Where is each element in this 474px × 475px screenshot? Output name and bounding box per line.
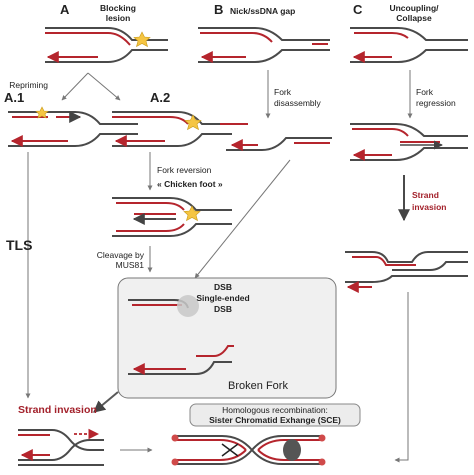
label-single-ended-dsb: DSB (214, 304, 232, 314)
label-collapse: Collapse (396, 13, 432, 23)
arrow-c-to-sce (394, 292, 409, 463)
label-sce: Sister Chromatid Exhange (SCE) (209, 415, 341, 425)
arrow-broken-to-invasion (93, 391, 119, 413)
label-fork-reversion: Fork reversion (157, 165, 212, 175)
crossover-x-mark (221, 443, 239, 457)
label-dsb: DSB (214, 282, 232, 292)
lesion-star-icon (35, 106, 49, 119)
centromere (283, 439, 301, 461)
arrow-b-to-broken-fork (194, 159, 291, 279)
label-tls: TLS (6, 237, 32, 253)
sce-box (189, 403, 361, 427)
strand-invasion-structure (18, 428, 104, 466)
label-disassembly: disassembly (274, 98, 322, 108)
telomere-marker (171, 434, 179, 442)
label-fork: Fork (274, 87, 292, 97)
panel-label-a: A (60, 2, 70, 17)
label-homologous-recombination: Homologous recombination: (222, 405, 328, 415)
label-strand-c: Strand (412, 190, 439, 200)
arrow-to-a1 (61, 72, 89, 101)
label-regression: regression (416, 98, 456, 108)
label-single-ended: Single-ended (196, 293, 249, 303)
lesion-star-icon (184, 114, 202, 131)
broken-fork-structure (128, 295, 234, 375)
fork-b-nick-gap (198, 27, 330, 63)
fork-a1-repriming (8, 106, 138, 147)
label-blocking: Blocking (100, 3, 136, 13)
fork-c-regressed (350, 123, 468, 161)
label-repriming: Repriming (9, 80, 48, 90)
panel-label-c: C (353, 2, 363, 17)
fork-c-uncoupling (350, 27, 468, 63)
telomere-marker (318, 434, 326, 442)
label-lesion: lesion (106, 13, 131, 23)
chicken-foot-structure (112, 197, 232, 237)
panel-label-b: B (214, 2, 223, 17)
label-invasion-c: invasion (412, 202, 446, 212)
label-cleavage-by: Cleavage by (97, 250, 145, 260)
label-nick-gap: Nick/ssDNA gap (230, 6, 295, 16)
telomere-marker (318, 458, 326, 466)
label-strand-invasion: Strand invasion (18, 404, 97, 416)
panel-label-a2: A.2 (150, 90, 170, 105)
sce-chromatids (171, 434, 326, 466)
arrow-to-a2 (87, 72, 121, 101)
label-mus81: MUS81 (116, 260, 145, 270)
label-chicken-foot: « Chicken foot » (157, 179, 223, 189)
telomere-marker (171, 458, 179, 466)
lesion-star-icon (133, 31, 151, 48)
fork-c-strand-invasion (345, 251, 468, 293)
lesion-star-icon (183, 205, 201, 222)
label-broken-fork: Broken Fork (228, 380, 288, 392)
dsb-end-marker (177, 295, 199, 317)
fork-b-disassembled (220, 123, 332, 151)
fork-a2-uncoupled (112, 111, 232, 147)
label-fork-c: Fork (416, 87, 434, 97)
fork-a-blocking-lesion (45, 27, 168, 63)
panel-label-a1: A.1 (4, 90, 24, 105)
label-uncoupling: Uncoupling/ (389, 3, 439, 13)
